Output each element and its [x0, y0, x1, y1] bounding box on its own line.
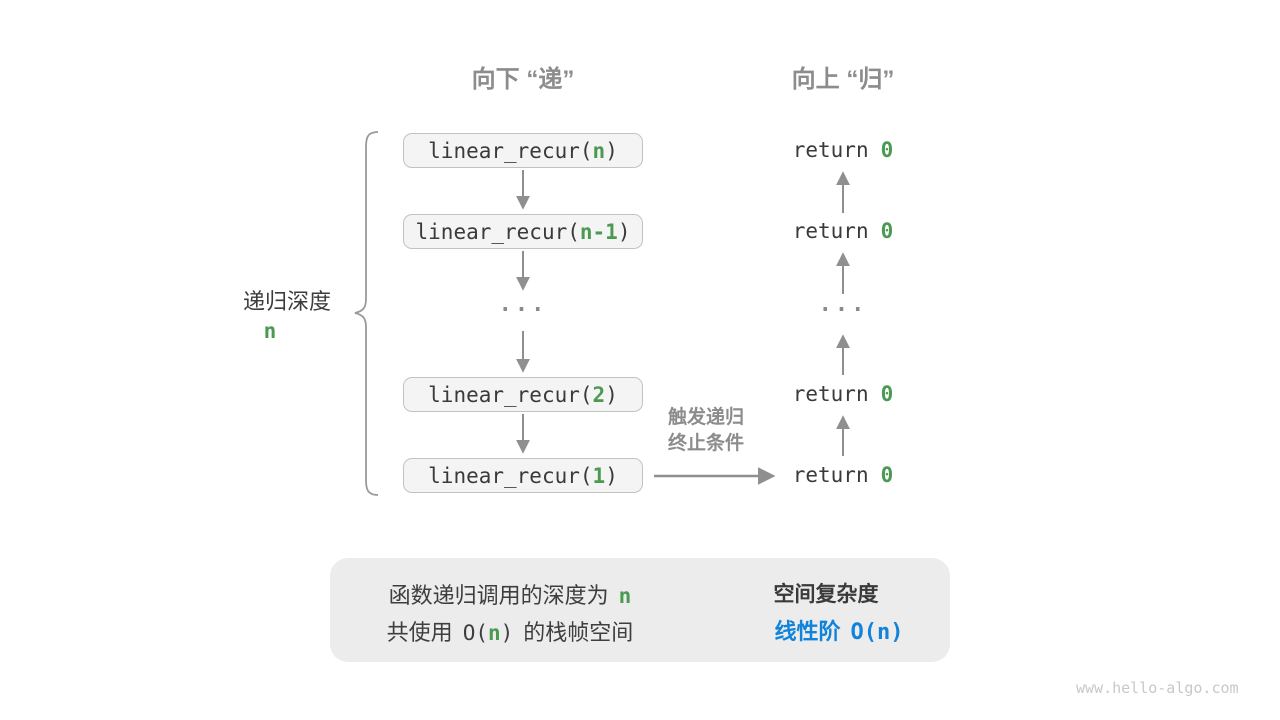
summary-result-title: 空间复杂度	[773, 583, 879, 606]
call-frame-2: linear_recur(2)	[403, 377, 643, 412]
summary-result-code: O(n)	[850, 620, 904, 645]
call-frame-2-text: linear_recur(2)	[428, 382, 618, 407]
base-case-note: 触发递归 终止条件	[621, 405, 791, 457]
base-case-note-line2: 终止条件	[667, 433, 744, 454]
depth-label: 递归深度	[242, 289, 331, 314]
base-case-note-line1: 触发递归	[667, 407, 744, 428]
call-frame-n-1: linear_recur(n-1)	[403, 214, 643, 249]
summary-panel	[330, 558, 950, 662]
call-frame-n-text: linear_recur(n)	[428, 138, 618, 163]
call-frame-1-text: linear_recur(1)	[428, 463, 618, 488]
return-ellipsis: ···	[818, 298, 868, 323]
header-downward-recurse: 向下 “递”	[471, 66, 575, 93]
call-frame-n-1-text: linear_recur(n-1)	[415, 219, 631, 244]
call-frame-n: linear_recur(n)	[403, 133, 643, 168]
depth-value: n	[195, 319, 345, 344]
call-frame-1: linear_recur(1)	[403, 458, 643, 493]
call-stack-ellipsis: ···	[498, 298, 548, 323]
header-upward-return: 向上 “归”	[791, 66, 895, 93]
watermark: www.hello-algo.com	[1076, 679, 1239, 697]
depth-n-value: n	[263, 319, 277, 343]
